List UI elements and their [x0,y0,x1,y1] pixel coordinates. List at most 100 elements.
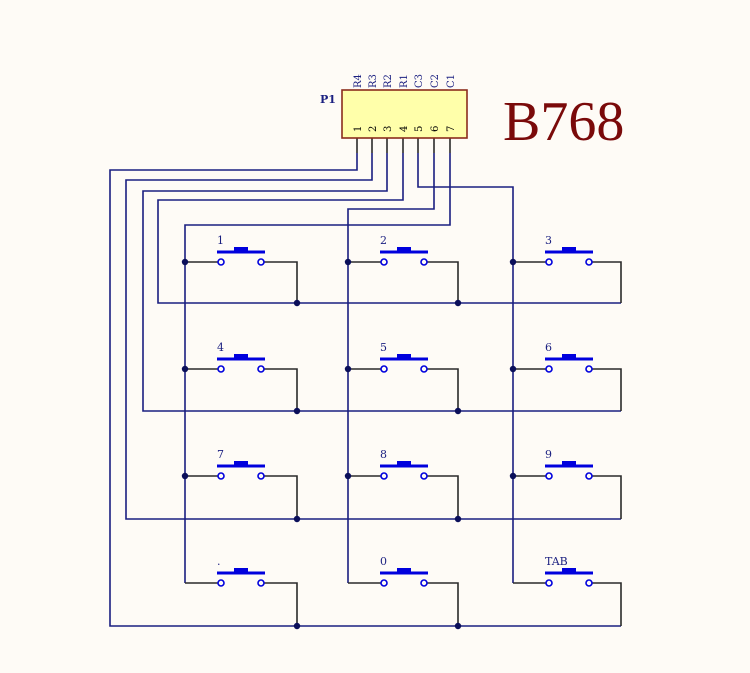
connector-ref-label: P1 [320,93,336,106]
pin-name-label: R3 [368,74,379,88]
switch-contact [420,258,428,266]
key-switch: 0 [348,555,459,626]
switch-lead-out [592,368,622,411]
pin-number-label: 1 [353,126,364,132]
row-net-wire [142,153,621,412]
switch-plunger [234,354,248,359]
junction-dot [181,258,189,266]
switch-contact [585,579,593,587]
key-label: 4 [217,341,224,354]
junction-dot [293,299,301,307]
switch-plunger [562,247,576,252]
switch-contact [217,365,225,373]
switch-contact [545,472,553,480]
junction-dot [454,622,462,630]
switch-contact [420,365,428,373]
key-label: . [217,555,221,568]
key-switch: 4 [185,341,298,411]
row-net-wire [125,153,621,520]
pin-number-label: 4 [399,126,410,132]
switch-contact [380,365,388,373]
switch-plunger [234,568,248,573]
switch-lead-out [427,582,459,626]
switch-contact [585,365,593,373]
switch-contact [420,579,428,587]
key-label: TAB [545,555,568,568]
switch-contact [545,258,553,266]
key-switch: . [185,555,298,626]
pin-name-label: R1 [399,74,410,88]
switch-contact [420,472,428,480]
switch-contact [257,472,265,480]
pin-name-label: C2 [430,74,441,88]
junction-dot [344,258,352,266]
switch-lead-out [264,261,298,303]
key-switch: TAB [513,555,622,626]
pin-number-label: 7 [446,126,457,132]
switch-contact [217,579,225,587]
junction-dot [293,407,301,415]
switch-contact [380,579,388,587]
switch-contact [257,258,265,266]
junction-dot [454,407,462,415]
junction-dot [293,622,301,630]
key-label: 0 [380,555,387,568]
switch-plunger [397,247,411,252]
diagram-title: B768 [503,91,624,153]
pin-number-label: 6 [430,126,441,132]
switch-plunger [562,354,576,359]
row-net-wire [109,153,621,627]
key-switch: 9 [513,448,622,519]
junction-dot [454,515,462,523]
switch-contact [257,579,265,587]
switch-plunger [234,461,248,466]
key-label: 1 [217,234,224,247]
key-switch: 8 [348,448,459,519]
switch-lead-out [427,475,459,519]
column-net-wire [417,153,514,583]
key-switch: 7 [185,448,298,519]
junction-dot [509,365,517,373]
switch-contact [545,579,553,587]
switch-plunger [397,461,411,466]
switch-contact [545,365,553,373]
key-label: 5 [380,341,387,354]
switch-contact [257,365,265,373]
pin-number-label: 5 [414,126,425,132]
switch-contact [380,472,388,480]
switch-plunger [562,568,576,573]
pin-name-label: R4 [353,74,364,88]
junction-dot [181,365,189,373]
switch-lead-out [592,475,622,519]
pin-name-label: C1 [446,74,457,88]
junction-dot [509,258,517,266]
junction-dot [509,472,517,480]
switch-contact [217,258,225,266]
switch-plunger [397,354,411,359]
pin-number-label: 2 [368,126,379,132]
key-switch: 2 [348,234,459,303]
switch-contact [585,258,593,266]
column-net-wire [184,153,451,583]
switch-contact [585,472,593,480]
switch-contact [380,258,388,266]
key-label: 3 [545,234,552,247]
junctions [181,258,517,630]
switch-lead-out [427,368,459,411]
row-net-wire [157,153,621,304]
switch-lead-out [592,261,622,303]
junction-dot [344,365,352,373]
junction-dot [344,472,352,480]
switch-lead-out [264,475,298,519]
key-switch: 3 [513,234,622,303]
junction-dot [181,472,189,480]
pin-name-label: C3 [414,74,425,88]
switch-plunger [397,568,411,573]
key-label: 9 [545,448,552,461]
switch-plunger [234,247,248,252]
column-net-wire [347,153,435,583]
